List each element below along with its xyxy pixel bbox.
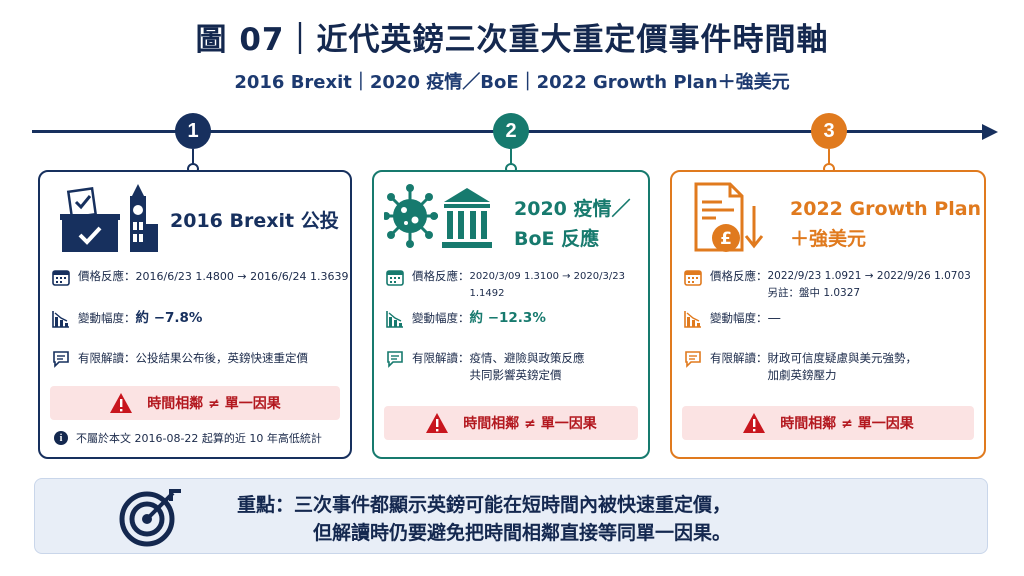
note-text: 不屬於本文 2016-08-22 起算的近 10 年高低統計 (76, 432, 322, 445)
warning-text: 時間相鄰 ≠ 單一因果 (463, 416, 597, 432)
takeaway-line-1: 三次事件都顯示英鎊可能在短時間內被快速重定價， (294, 494, 732, 516)
calendar-icon (52, 270, 70, 286)
key-takeaway-box: 重點：三次事件都顯示英鎊可能在短時間內被快速重定價， 但解讀時仍要避免把時間相鄰… (34, 478, 988, 554)
takeaway-text: 重點：三次事件都顯示英鎊可能在短時間內被快速重定價， 但解讀時仍要避免把時間相鄰… (237, 491, 731, 547)
change-label: 變動幅度： (710, 311, 768, 325)
causality-warning-1: 時間相鄰 ≠ 單一因果 (50, 386, 340, 420)
interp-label: 有限解讀： (412, 351, 470, 365)
event-card-covid-boe: 2020 疫情／ BoE 反應 價格反應： 2020/3/09 1.3100 →… (372, 170, 650, 459)
event-title-2a: 2020 疫情／ (514, 198, 631, 220)
change-label: 變動幅度： (78, 311, 136, 325)
interp-value: 疫情、避險與政策反應 共同影響英鎊定價 (469, 351, 585, 382)
event-title-3b: ＋強美元 (790, 228, 867, 250)
interp-label: 有限解讀： (78, 351, 136, 365)
svg-text:£: £ (720, 229, 732, 249)
interp-value: 公投結果公布後，英鎊快速重定價 (135, 351, 309, 365)
price-row-2: 價格反應： 2020/3/09 1.3100 → 2020/3/23 1.149… (386, 268, 648, 302)
price-value: 2016/6/23 1.4800 → 2016/6/24 1.3639 (135, 270, 349, 283)
interp-row-3: 有限解讀： 財政可信度疑慮與美元強勢， 加劇英鎊壓力 (684, 350, 917, 384)
event-stem-3 (828, 149, 830, 164)
change-row-3: 變動幅度： — (684, 310, 781, 328)
warning-icon (110, 393, 133, 413)
interp-row-2: 有限解讀： 疫情、避險與政策反應 共同影響英鎊定價 (386, 350, 585, 384)
ballot-box-and-big-ben-icon (60, 184, 158, 252)
speech-bubble-icon (53, 351, 69, 368)
takeaway-line-2: 但解讀時仍要避免把時間相鄰直接等同單一因果。 (313, 522, 732, 544)
change-row-2: 變動幅度： 約 −12.3% (386, 310, 546, 328)
event-stem-2 (510, 149, 512, 164)
price-row-3: 價格反應： 2022/9/23 1.0921 → 2022/9/26 1.070… (684, 268, 971, 302)
event-title-2b: BoE 反應 (514, 228, 600, 250)
bar-chart-down-icon (386, 311, 403, 328)
event-stem-1 (192, 149, 194, 164)
event-title-3a: 2022 Growth Plan (790, 198, 982, 220)
event-title-1: 2016 Brexit 公投 (170, 210, 339, 232)
virus-and-bank-icon (384, 184, 492, 248)
event-card-brexit: 2016 Brexit 公投 價格反應： 2016/6/23 1.4800 → … (38, 170, 352, 459)
scope-note: i 不屬於本文 2016-08-22 起算的近 10 年高低統計 (54, 430, 322, 446)
interp-row-1: 有限解讀： 公投結果公布後，英鎊快速重定價 (52, 350, 308, 368)
bar-chart-down-icon (684, 311, 701, 328)
budget-document-pound-icon: £ (694, 182, 764, 252)
change-value: 約 −7.8% (135, 310, 203, 326)
warning-icon (743, 413, 766, 433)
interp-value: 財政可信度疑慮與美元強勢， 加劇英鎊壓力 (767, 351, 918, 382)
bar-chart-down-icon (52, 311, 69, 328)
interp-label: 有限解讀： (710, 351, 768, 365)
price-label: 價格反應： (412, 269, 470, 283)
warning-text: 時間相鄰 ≠ 單一因果 (780, 416, 914, 432)
calendar-icon (386, 270, 404, 286)
speech-bubble-icon (387, 351, 403, 368)
change-label: 變動幅度： (412, 311, 470, 325)
info-icon: i (54, 431, 68, 445)
event-marker-2: 2 (493, 113, 529, 149)
event-card-growth-plan: £ 2022 Growth Plan ＋強美元 價格反應： 2022/9/23 … (670, 170, 986, 459)
change-value: 約 −12.3% (469, 310, 546, 326)
speech-bubble-icon (685, 351, 701, 368)
page-title: 圖 07｜近代英鎊三次重大重定價事件時間軸 (195, 22, 829, 58)
causality-warning-2: 時間相鄰 ≠ 單一因果 (384, 406, 638, 440)
causality-warning-3: 時間相鄰 ≠ 單一因果 (682, 406, 974, 440)
page-subtitle: 2016 Brexit｜2020 疫情／BoE｜2022 Growth Plan… (234, 72, 790, 93)
event-marker-1: 1 (175, 113, 211, 149)
warning-text: 時間相鄰 ≠ 單一因果 (147, 396, 281, 412)
takeaway-label: 重點： (237, 494, 295, 516)
change-value: — (767, 310, 782, 326)
timeline-arrowhead (982, 124, 998, 140)
calendar-icon (684, 270, 702, 286)
change-row-1: 變動幅度： 約 −7.8% (52, 310, 202, 328)
price-label: 價格反應： (710, 269, 768, 283)
price-value: 2020/3/09 1.3100 → 2020/3/23 1.1492 (469, 271, 625, 299)
warning-icon (426, 413, 449, 433)
price-row-1: 價格反應： 2016/6/23 1.4800 → 2016/6/24 1.363… (52, 268, 349, 286)
price-label: 價格反應： (78, 269, 136, 283)
event-marker-3: 3 (811, 113, 847, 149)
price-value: 2022/9/23 1.0921 → 2022/9/26 1.0703 另註：盤… (767, 270, 971, 299)
target-arrow-icon (119, 489, 181, 547)
